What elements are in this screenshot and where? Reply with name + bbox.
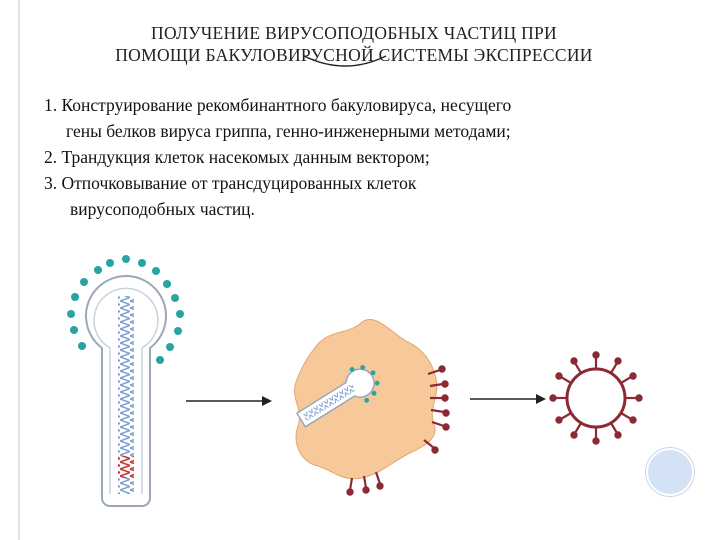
step-3-line-2: вирусоподобных частиц.: [70, 199, 255, 219]
title-line-1: ПОЛУЧЕНИЕ ВИРУСОПОДОБНЫХ ЧАСТИЦ ПРИ: [151, 23, 557, 43]
virus-like-particle: [549, 351, 643, 445]
step-1-line-2: гены белков вируса гриппа, генно-инженер…: [66, 121, 511, 141]
step-3-line-1: 3. Отпочковывание от трансдуцированных к…: [44, 173, 417, 193]
steps-list: 1. Конструирование рекомбинантного бакул…: [44, 92, 684, 222]
budding-spikes: [346, 365, 450, 496]
baculovirus-vector: [67, 255, 184, 507]
left-rule: [18, 0, 20, 540]
slide-title: ПОЛУЧЕНИЕ ВИРУСОПОДОБНЫХ ЧАСТИЦ ПРИ ПОМО…: [22, 22, 686, 66]
step-2-line-1: 2. Трандукция клеток насекомых данным ве…: [44, 147, 430, 167]
insect-cell: [294, 319, 450, 496]
dna-helix-blue: [118, 296, 134, 456]
step-1-line-1: 1. Конструирование рекомбинантного бакул…: [44, 95, 512, 115]
step-1: 1. Конструирование рекомбинантного бакул…: [44, 92, 684, 144]
step-2: 2. Трандукция клеток насекомых данным ве…: [44, 144, 684, 170]
arrow-1: [186, 396, 272, 406]
cell-vector: [295, 365, 380, 428]
title-underline-arc: [303, 55, 387, 67]
decorative-corner-circle: [646, 448, 694, 496]
dna-insert-red: [118, 456, 134, 478]
arrow-2: [470, 394, 546, 404]
title-line-2: ПОМОЩИ БАКУЛОВИРУСНОЙ СИСТЕМЫ ЭКСПРЕССИИ: [115, 45, 593, 65]
surface-proteins: [67, 255, 184, 364]
step-3: 3. Отпочковывание от трансдуцированных к…: [44, 170, 684, 222]
